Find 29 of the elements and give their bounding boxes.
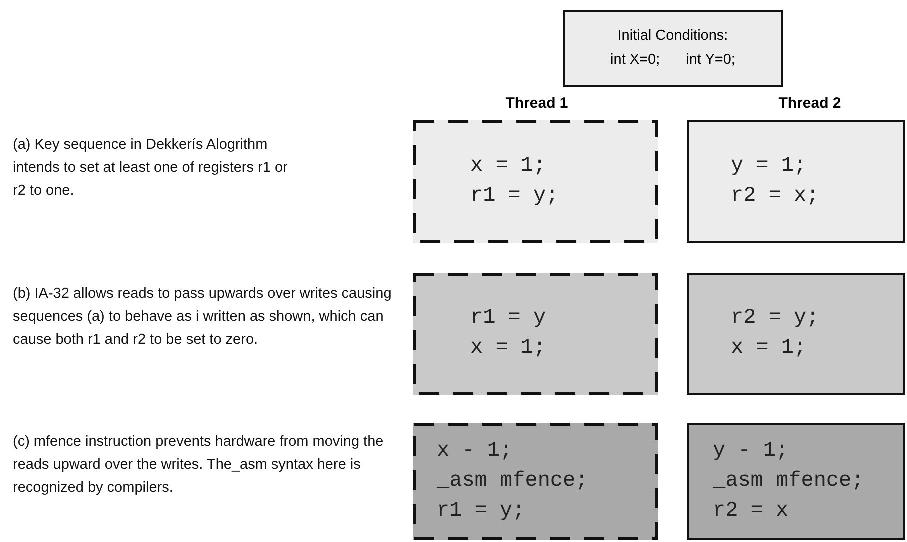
code-box (413, 120, 658, 243)
variable-declaration: int X=0; (610, 51, 660, 70)
code-line: r1 = y (470, 306, 548, 332)
code-box (413, 423, 658, 540)
code-line: _asm mfence; (437, 468, 588, 494)
row-description: (a) Key sequence in Dekkerís Alogrithm intends to set at least one of registers r1 or r2 to one. (13, 136, 289, 201)
code-line: r2 = y; (731, 306, 820, 332)
code-box (687, 120, 905, 243)
code-line: r2 = x (713, 498, 789, 524)
code-line: x = 1; (470, 336, 548, 362)
code-line: x = 1; (470, 154, 548, 180)
code-box (687, 423, 905, 540)
code-line: x - 1; (437, 438, 513, 464)
code-line: r1 = y; (470, 184, 560, 210)
row-description: (c) mfence instruction prevents hardware from moving the reads upward over the writes. The_asm syntax here is recognized by compilers. (13, 433, 385, 498)
initial-conditions-box (563, 10, 783, 87)
code-box (413, 273, 658, 395)
code-line: r2 = x; (731, 184, 820, 210)
column-heading: Thread 2 (778, 95, 842, 112)
code-line: y = 1; (731, 154, 808, 180)
code-line: _asm mfence; (713, 468, 864, 494)
code-line: y - 1; (713, 438, 789, 464)
code-line: x = 1; (731, 336, 808, 362)
column-heading: Thread 1 (504, 95, 570, 112)
variable-declaration: int Y=0; (686, 51, 736, 70)
box-heading: Initial Conditions: (616, 27, 730, 46)
row-description: (b) IA-32 allows reads to pass upwards over writes causing sequences (a) to behave as i written as shown, which can cause both r1 and r2 to be set to zero. (13, 285, 393, 350)
code-line: r1 = y; (437, 498, 526, 524)
code-box (687, 273, 905, 395)
